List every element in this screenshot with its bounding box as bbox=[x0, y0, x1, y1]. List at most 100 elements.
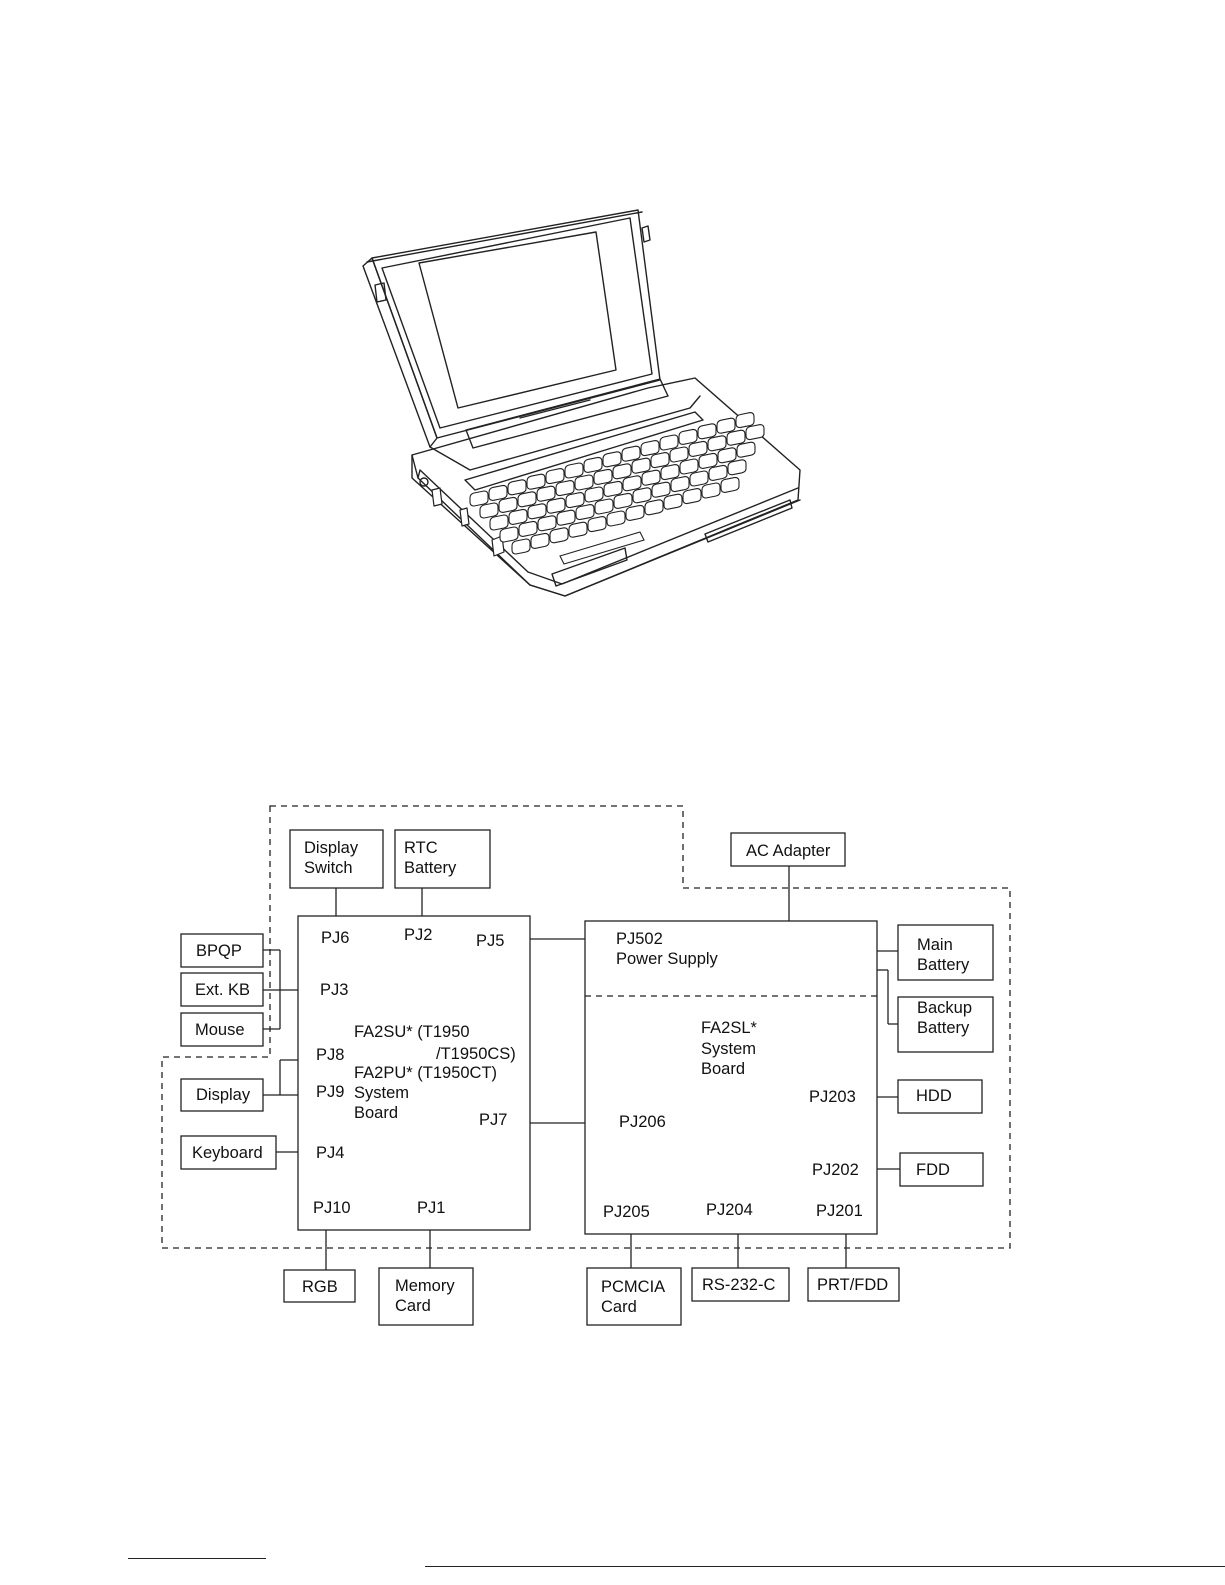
left-board-name-line: Board bbox=[354, 1104, 399, 1122]
laptop-illustration bbox=[362, 209, 801, 597]
keyboard-key bbox=[479, 502, 499, 519]
keyboard-key bbox=[593, 468, 613, 485]
keyboard-key bbox=[518, 520, 538, 537]
keyboard-key bbox=[698, 452, 718, 469]
connector-label: PJ202 bbox=[812, 1161, 859, 1179]
keyboard-key bbox=[717, 447, 737, 464]
left-board-name-line: FA2SU* (T1950 bbox=[354, 1023, 470, 1041]
hdd-label: HDD bbox=[916, 1087, 952, 1105]
keyboard-key bbox=[499, 526, 519, 543]
connector-label: PJ6 bbox=[321, 929, 350, 947]
keyboard-key bbox=[488, 484, 508, 501]
keyboard-key bbox=[644, 499, 664, 516]
rtc-battery-box bbox=[394, 829, 491, 889]
keyboard-key bbox=[564, 462, 584, 479]
keyboard-key bbox=[498, 496, 518, 513]
keyboard-key bbox=[606, 510, 626, 527]
keyboard-key bbox=[663, 493, 683, 510]
connector-label: PJ10 bbox=[313, 1199, 351, 1217]
mouse-box bbox=[180, 1012, 264, 1047]
keyboard-spacebar bbox=[559, 531, 645, 565]
keyboard-key bbox=[594, 498, 614, 515]
keyboard-key bbox=[526, 473, 546, 490]
memory-card-box bbox=[378, 1267, 474, 1326]
display-switch-label: Display Switch bbox=[304, 839, 359, 877]
footer-rule bbox=[128, 1558, 266, 1559]
rgb-label: RGB bbox=[302, 1278, 338, 1296]
pcmcia-card-box bbox=[586, 1267, 682, 1326]
ac-adapter-box bbox=[730, 832, 846, 867]
connector-label: PJ201 bbox=[816, 1202, 863, 1220]
right-board-name-line: System bbox=[701, 1040, 757, 1058]
connector-label: PJ2 bbox=[404, 926, 433, 944]
rtc-battery-label: RTC Battery bbox=[404, 839, 457, 877]
keyboard-key bbox=[701, 482, 721, 499]
memory-card-label: Memory Card bbox=[395, 1277, 455, 1315]
keyboard-key bbox=[720, 476, 740, 493]
keyboard-key bbox=[641, 469, 661, 486]
keyboard-key bbox=[735, 412, 755, 429]
power-supply-label: Power Supply bbox=[616, 950, 718, 968]
keyboard-key bbox=[625, 504, 645, 521]
left-board-name-line: FA2PU* (T1950CT) bbox=[354, 1064, 498, 1082]
keyboard-key bbox=[631, 457, 651, 474]
keyboard-key bbox=[555, 480, 575, 497]
fdd-box bbox=[899, 1152, 984, 1187]
keyboard-key bbox=[574, 474, 594, 491]
backup-battery-label: Backup Battery bbox=[917, 999, 973, 1037]
keyboard-key bbox=[536, 485, 556, 502]
keyboard-key bbox=[613, 492, 633, 509]
left-system-board-box bbox=[297, 915, 531, 1231]
keyboard-key bbox=[736, 441, 756, 458]
right-board-name-line: FA2SL* bbox=[701, 1019, 757, 1037]
keyboard-key bbox=[682, 488, 702, 505]
keyboard-label: Keyboard bbox=[192, 1144, 263, 1162]
connector-label: PJ206 bbox=[619, 1113, 666, 1131]
keyboard-key bbox=[640, 440, 660, 457]
keyboard-key bbox=[507, 479, 527, 496]
connector-label: PJ204 bbox=[706, 1201, 753, 1219]
keyboard-key bbox=[565, 492, 585, 509]
connector-label: PJ4 bbox=[316, 1144, 345, 1162]
keyboard-key bbox=[545, 468, 565, 485]
keyboard-key bbox=[745, 424, 765, 441]
keyboard-key bbox=[726, 429, 746, 446]
keyboard-key bbox=[659, 434, 679, 451]
main-battery-label: Main Battery bbox=[917, 936, 970, 974]
keyboard-key bbox=[678, 428, 698, 445]
right-system-board-box bbox=[584, 920, 878, 1235]
connection-lines bbox=[263, 866, 900, 1270]
display-box bbox=[180, 1078, 264, 1112]
connector-label: PJ3 bbox=[320, 981, 349, 999]
boundary-outline bbox=[161, 805, 1011, 1249]
right-board-name-line: Board bbox=[701, 1060, 746, 1078]
keyboard-key bbox=[689, 470, 709, 487]
keyboard-key bbox=[489, 514, 509, 531]
keyboard-key bbox=[584, 486, 604, 503]
connector-label: PJ1 bbox=[417, 1199, 446, 1217]
left-board-name-line: System bbox=[354, 1084, 410, 1102]
keyboard-keys bbox=[469, 412, 765, 565]
connector-label: PJ7 bbox=[479, 1111, 508, 1129]
backup-battery-box bbox=[897, 996, 994, 1053]
keyboard-key bbox=[568, 521, 588, 538]
keyboard-key bbox=[622, 475, 642, 492]
keyboard-key bbox=[549, 527, 569, 544]
keyboard-key bbox=[546, 497, 566, 514]
bpqp-label: BPQP bbox=[196, 942, 242, 960]
pcmcia-card-label: PCMCIA Card bbox=[601, 1278, 666, 1316]
keyboard-key bbox=[508, 508, 528, 525]
keyboard-key bbox=[575, 504, 595, 521]
keyboard-key bbox=[612, 463, 632, 480]
prt-fdd-box bbox=[807, 1267, 900, 1302]
ext-kb-box bbox=[180, 972, 264, 1007]
connector-label: PJ8 bbox=[316, 1046, 345, 1064]
fdd-label: FDD bbox=[916, 1161, 950, 1179]
display-switch-box bbox=[289, 829, 384, 889]
keyboard-key bbox=[632, 487, 652, 504]
keyboard-key bbox=[603, 480, 623, 497]
keyboard-key bbox=[650, 452, 670, 469]
rs232c-label: RS-232-C bbox=[702, 1276, 776, 1294]
